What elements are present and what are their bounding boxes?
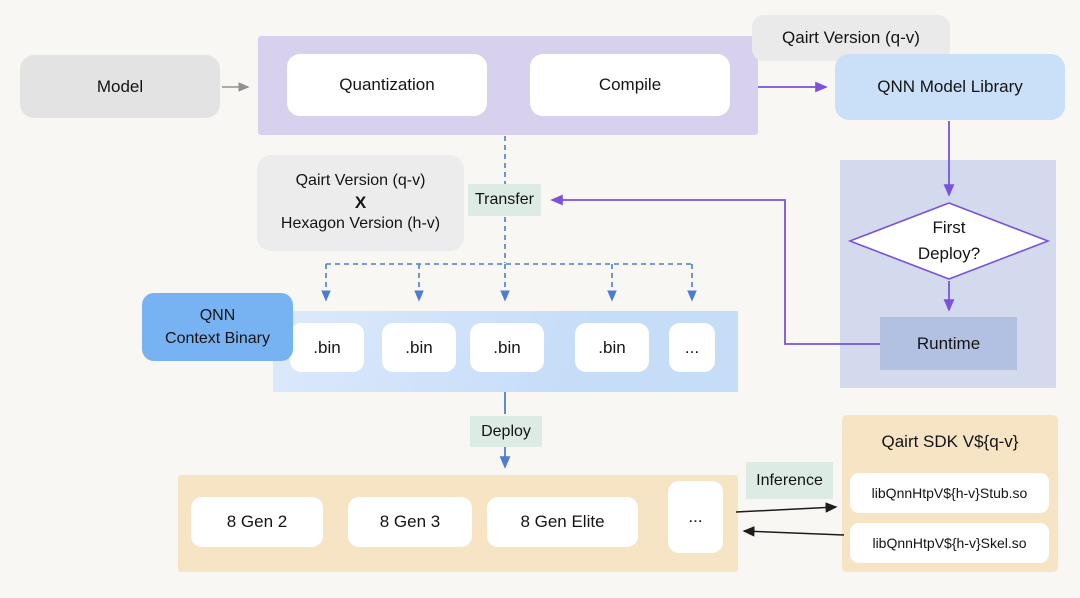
context-binary-line1: QNN	[199, 306, 236, 324]
device-node-8genelite: 8 Gen Elite	[487, 497, 638, 547]
arrow-sdk-to-devices	[742, 526, 845, 537]
transfer-label-text: Transfer	[475, 191, 534, 208]
inference-label-text: Inference	[756, 471, 823, 489]
bin-node: .bin	[575, 323, 649, 372]
bin-label: .bin	[313, 337, 341, 357]
bin-label: .bin	[598, 337, 626, 357]
version-matrix-line1: Qairt Version (q-v)	[295, 171, 426, 189]
arrow-devices-to-sdk	[735, 502, 838, 513]
model-label: Model	[96, 76, 144, 96]
version-matrix-line2: Hexagon Version (h-v)	[280, 215, 441, 233]
sdk-lib-stub: libQnnHtpV${h-v}Stub.so	[850, 473, 1049, 513]
qairt-version-tag-label: Qairt Version (q-v)	[782, 28, 920, 47]
version-matrix-node: Qairt Version (q-v) X Hexagon Version (h…	[257, 155, 464, 251]
model-node: Model	[20, 55, 220, 118]
inference-label: Inference	[746, 462, 833, 499]
device-label: 8 Gen 3	[379, 512, 441, 531]
device-node-8gen2: 8 Gen 2	[191, 497, 323, 547]
runtime-label: Runtime	[916, 333, 981, 353]
sdk-lib-stub-label: libQnnHtpV${h-v}Stub.so	[871, 485, 1028, 501]
runtime-node: Runtime	[880, 317, 1017, 370]
version-matrix-operator: X	[354, 192, 367, 212]
sdk-lib-skel: libQnnHtpV${h-v}Skel.so	[850, 523, 1049, 563]
first-deploy-decision-text: First Deploy?	[880, 212, 1018, 270]
sdk-lib-skel-label: libQnnHtpV${h-v}Skel.so	[872, 535, 1027, 551]
compile-label: Compile	[598, 75, 662, 94]
bin-ellipsis-label: ...	[684, 337, 700, 357]
compile-node: Compile	[530, 54, 730, 116]
context-binary-line2: Context Binary	[165, 330, 270, 347]
qnn-context-binary-node: QNN Context Binary	[142, 293, 293, 361]
bin-label: .bin	[405, 337, 433, 357]
decision-line1: First	[932, 217, 966, 237]
deploy-label-text: Deploy	[481, 422, 531, 440]
quantization-node: Quantization	[287, 54, 487, 116]
sdk-title: Qairt SDK V${q-v}	[881, 432, 1019, 451]
bin-node: .bin	[382, 323, 456, 372]
deploy-label: Deploy	[470, 416, 542, 447]
bin-node: .bin	[290, 323, 364, 372]
transfer-label: Transfer	[468, 184, 541, 216]
device-label: 8 Gen 2	[226, 512, 288, 531]
quantization-label: Quantization	[339, 75, 435, 94]
decision-line2: Deploy?	[917, 244, 981, 263]
bin-node: .bin	[470, 323, 544, 372]
device-node-8gen3: 8 Gen 3	[348, 497, 472, 547]
qnn-model-library-node: QNN Model Library	[835, 54, 1065, 120]
bin-label: .bin	[493, 337, 521, 357]
bin-ellipsis-node: ...	[669, 323, 715, 372]
device-ellipsis-node: ...	[668, 481, 723, 553]
device-ellipsis-label: ...	[688, 507, 703, 526]
device-label: 8 Gen Elite	[520, 512, 605, 531]
qnn-model-library-label: QNN Model Library	[877, 77, 1023, 96]
qairt-version-tag: Qairt Version (q-v)	[752, 15, 950, 61]
